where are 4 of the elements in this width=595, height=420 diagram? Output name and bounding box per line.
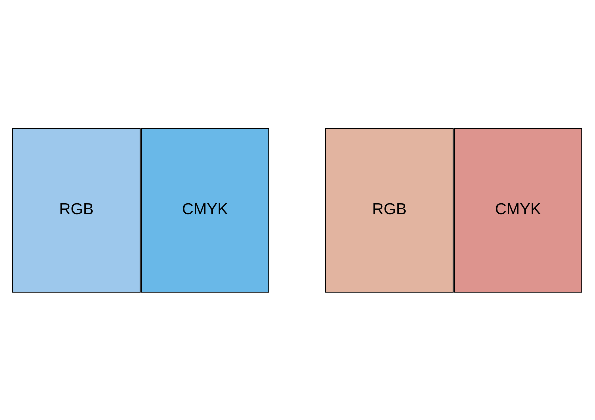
node-box: CMYK [141, 128, 270, 292]
node-box: RGB [326, 128, 454, 292]
node-box: CMYK [454, 128, 582, 292]
node-box: RGB [12, 128, 141, 292]
